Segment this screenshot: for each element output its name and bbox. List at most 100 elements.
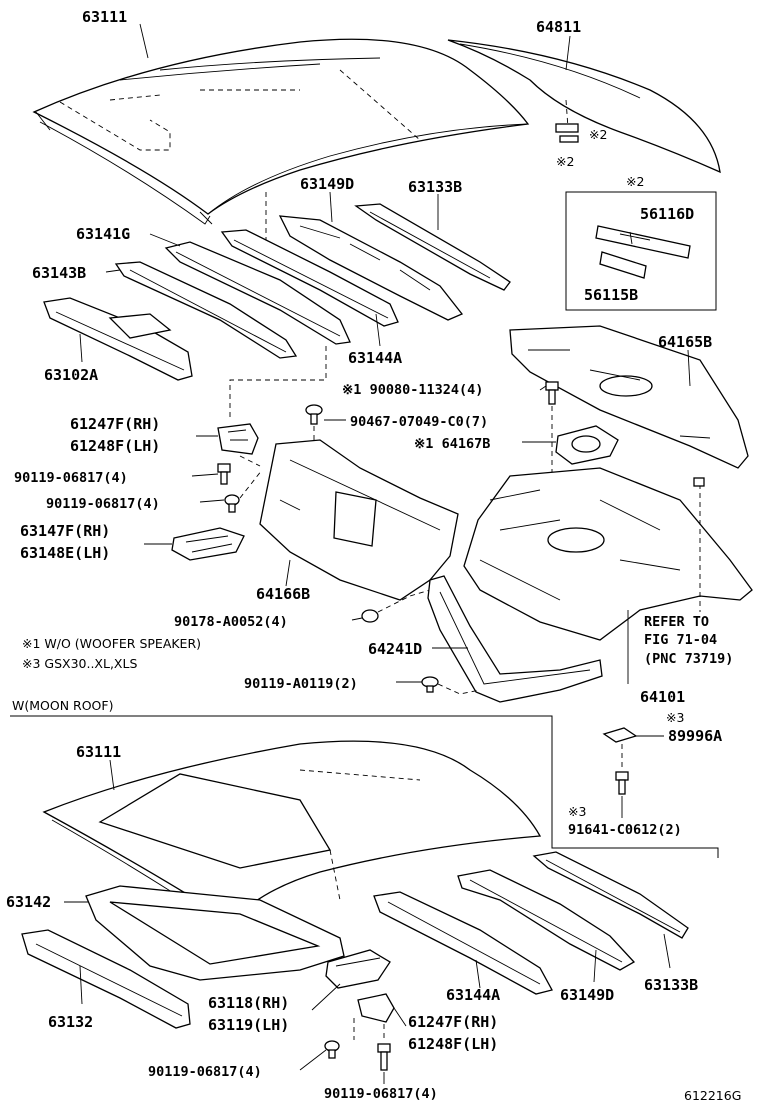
moon-roof-section-frame <box>10 715 719 858</box>
bracket-63118 <box>325 949 391 989</box>
reinforcement-63143B-label: 63143B <box>32 264 86 282</box>
reinforcement-63102A <box>43 297 193 381</box>
note3-b: ※3 <box>568 804 586 819</box>
reinforcement-63141G <box>164 241 351 345</box>
reinforcement-63133B-top-label: 63133B <box>408 178 462 196</box>
partition-board-64166B-label: 64166B <box>256 585 310 603</box>
bolt-90119-d <box>377 1043 391 1071</box>
reinforcement-63149D-moon-label: 63149D <box>560 986 614 1004</box>
figure-code: 612216G <box>684 1088 741 1103</box>
screw-90119-dash <box>437 683 481 695</box>
note2-box-header: ※2 <box>626 174 644 189</box>
section-moon-roof-title: W(MOON ROOF) <box>12 698 113 713</box>
reinforcement-63102A-leader <box>79 333 83 363</box>
clip-90467-label: 90467-07049-C0(7) <box>350 414 488 430</box>
back-window-glass-leader <box>565 35 571 71</box>
roof-panel-moon <box>42 740 542 931</box>
screw-91641-label: 91641-C0612(2) <box>568 822 682 838</box>
hinge-moon-leader <box>393 1007 407 1027</box>
reinforcement-63149D-top-label: 63149D <box>300 175 354 193</box>
speaker-bracket-64167B-label: ※1 64167B <box>414 436 490 452</box>
glass-spacer-a <box>555 123 579 133</box>
note-woofer: ※1 W/O (WOOFER SPEAKER) <box>22 636 201 651</box>
screw-90119-A0119 <box>421 676 439 693</box>
hinge-dash-line <box>229 346 327 420</box>
bolt-90119-d-label: 90119-06817(4) <box>324 1086 438 1102</box>
package-tray-silencer-leader <box>687 349 691 387</box>
bolt-90080-leader <box>539 385 547 391</box>
hinge-top <box>217 423 259 455</box>
partition-board-64166B <box>259 439 459 601</box>
reinforcement-63143B-leader <box>105 269 121 273</box>
package-tray-silencer-label: 64165B <box>658 333 712 351</box>
sunroof-frame-63142-label: 63142 <box>6 893 51 911</box>
nut-90178-dash <box>377 589 431 613</box>
bolt-90119-c-label: 90119-06817(4) <box>148 1064 262 1080</box>
nut-90178 <box>361 609 379 623</box>
reinforcement-63144A-top-label: 63144A <box>348 349 402 367</box>
roof-panel-moon-dash <box>299 769 421 901</box>
moulding-56115B-label: 56115B <box>584 286 638 304</box>
speaker-bracket-64167B <box>555 425 619 465</box>
moulding-box <box>565 191 717 311</box>
reinforcement-63133B-moon-label: 63133B <box>644 976 698 994</box>
bracket-63118-leader <box>311 983 341 1011</box>
reinforcement-63149D-moon <box>457 869 636 971</box>
bracket-rh-label: 63147F(RH) <box>20 522 110 540</box>
bolt-90119-a <box>217 463 231 485</box>
back-window-glass-label: 64811 <box>536 18 581 36</box>
roof-panel-top <box>32 38 530 225</box>
bolt-90119-b-leader <box>199 499 225 503</box>
bolt-90080 <box>545 381 559 405</box>
panel-64241D <box>427 575 603 703</box>
refer-line3: (PNC 73719) <box>644 651 733 667</box>
hinge-moon <box>357 993 395 1023</box>
clip-89996A-label: 89996A <box>668 727 722 745</box>
reinforcement-63149D-top-leader <box>329 191 333 223</box>
bracket-63147F <box>171 527 245 561</box>
bolt-90119-b <box>224 494 240 513</box>
panel-64241D-label: 64241D <box>368 640 422 658</box>
reinforcement-63141G-leader <box>149 233 181 247</box>
moulding-56115B <box>599 251 647 279</box>
screw-90119-A0119-label: 90119-A0119(2) <box>244 676 358 692</box>
hinge-moon-dash <box>353 1018 385 1040</box>
reinforcement-63102A-label: 63102A <box>44 366 98 384</box>
bracket-rh-moon-label: 63118(RH) <box>208 994 289 1012</box>
hinge-lh-top-label: 61248F(LH) <box>70 437 160 455</box>
glass-spacer-b <box>559 135 579 143</box>
screw-91641 <box>615 771 629 795</box>
bolt-90119-b-label: 90119-06817(4) <box>46 496 160 512</box>
roof-panel-moon-label: 63111 <box>76 743 121 761</box>
bolt-90119-a-label: 90119-06817(4) <box>14 470 128 486</box>
reinforcement-63149D-top <box>278 215 464 321</box>
roof-panel-top-leader <box>139 23 149 59</box>
sunroof-frame-63142 <box>85 885 345 981</box>
reinforcement-63144A-top-leader <box>375 313 381 347</box>
note3-a: ※3 <box>666 710 684 725</box>
refer-line2: FIG 71-04 <box>644 632 717 648</box>
package-tray-silencer <box>509 325 749 469</box>
refer-clip <box>693 477 705 487</box>
back-window-glass-dash <box>565 99 569 129</box>
bracket-lh-moon-label: 63119(LH) <box>208 1016 289 1034</box>
hinge-lh-moon-label: 61248F(LH) <box>408 1035 498 1053</box>
roof-panel-top-label: 63111 <box>82 8 127 26</box>
hinge-rh-top-label: 61247F(RH) <box>70 415 160 433</box>
reinforcement-63132-label: 63132 <box>48 1013 93 1031</box>
back-window-glass <box>447 39 721 174</box>
bolt-90080-label: ※1 90080-11324(4) <box>342 382 483 398</box>
reinforcement-63132-leader <box>79 965 83 1005</box>
refer-line1: REFER TO <box>644 614 709 630</box>
roof-panel-moon-leader <box>109 759 115 791</box>
reinforcement-63143B <box>114 261 298 359</box>
bolt-90119-c-leader <box>299 1049 327 1071</box>
bracket-lh-label: 63148E(LH) <box>20 544 110 562</box>
note2-a: ※2 <box>589 127 607 142</box>
package-tray-panel-label: 64101 <box>640 688 685 706</box>
bolt-90119-dash <box>239 455 263 499</box>
reinforcement-63133B-top <box>354 203 511 291</box>
note2-b: ※2 <box>556 154 574 169</box>
note-gsx30: ※3 GSX30..XL,XLS <box>22 656 137 671</box>
